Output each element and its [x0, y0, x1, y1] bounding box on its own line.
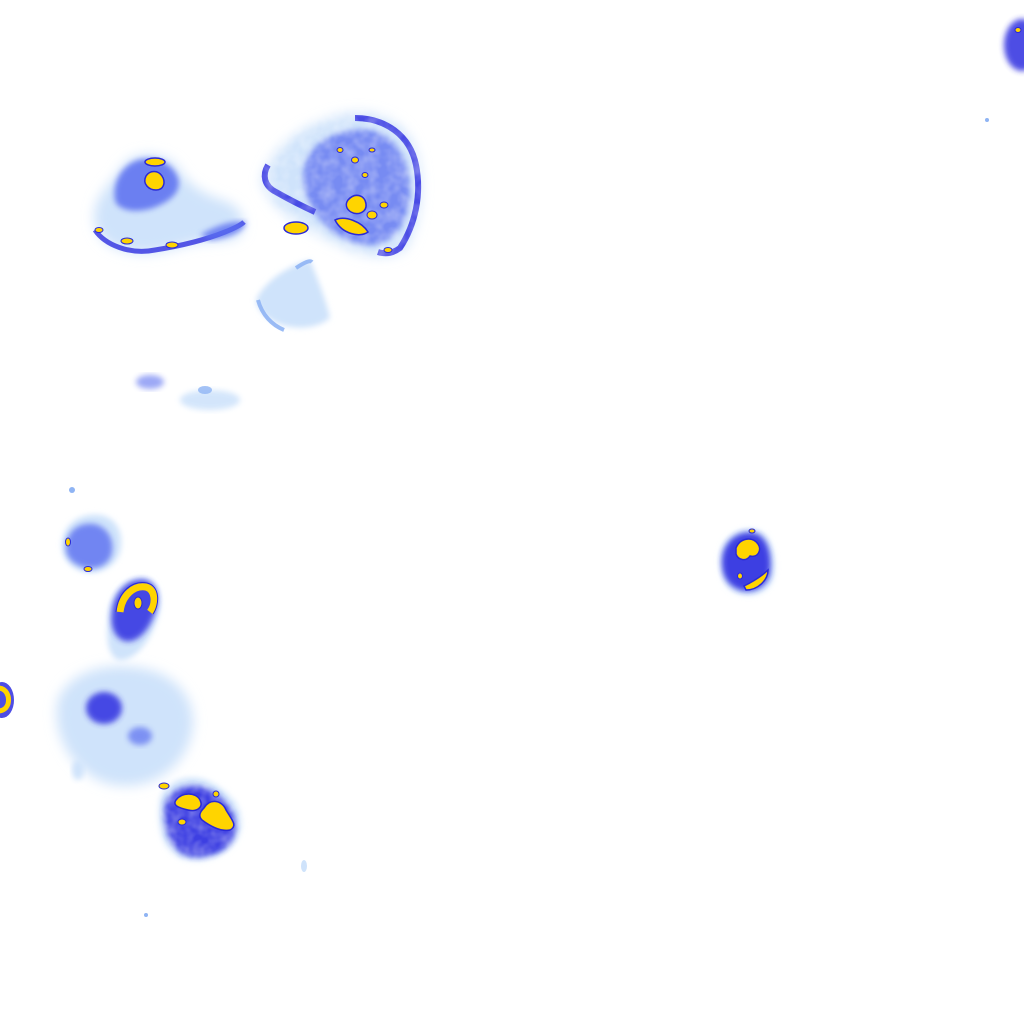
cell-right-isolated: [720, 528, 775, 596]
nucleus-ring: [116, 583, 158, 615]
nucleus-spot: [83, 566, 93, 572]
cell-large-upper: [261, 108, 422, 258]
nucleus-spot: [383, 247, 393, 253]
cell-rim: [256, 259, 314, 332]
debris: [180, 390, 240, 410]
cell-faint-pointed: [256, 259, 330, 332]
nucleus-spot: [65, 537, 71, 547]
cell-left-mid: [62, 514, 122, 573]
nucleus-ring: [0, 685, 11, 714]
debris: [69, 487, 75, 493]
nucleus-spot: [144, 170, 165, 191]
nucleus-spot: [735, 538, 761, 561]
nucleus-spot: [165, 241, 179, 249]
faint-debris: [69, 118, 989, 917]
nucleus-spot: [144, 157, 166, 167]
nucleus-spot: [737, 572, 743, 580]
nucleus-spot: [177, 818, 187, 826]
cell-bottom-left: [158, 777, 245, 865]
nucleus-spot: [366, 210, 378, 220]
nucleus-spot: [120, 237, 134, 245]
nucleus-spot: [368, 147, 376, 153]
nucleus-spot: [379, 201, 389, 209]
cell-faint-cloud: [56, 666, 194, 786]
nucleus-ring-edge: [115, 582, 159, 615]
cell-tail: [200, 221, 246, 240]
cell-body: [86, 692, 122, 724]
nucleus-spot: [345, 194, 367, 215]
debris: [985, 118, 989, 122]
nucleus-spot: [361, 172, 369, 178]
nucleus-spot: [748, 528, 756, 534]
nucleus-spot: [174, 793, 202, 812]
cell-body: [128, 727, 152, 745]
nucleus-spot: [742, 568, 769, 591]
debris: [301, 860, 307, 872]
nucleus-spot: [333, 217, 369, 236]
nucleus-spot: [212, 790, 220, 798]
nucleus-spot: [351, 156, 359, 164]
cell-yellow-ring: [107, 577, 161, 661]
cell-halo: [256, 260, 330, 328]
cell-top-right-edge: [1004, 19, 1024, 71]
nucleus-spot: [1014, 27, 1022, 33]
nucleus-spot: [158, 782, 170, 790]
debris: [198, 386, 212, 394]
nucleus-spot: [133, 596, 143, 610]
cell-halo: [56, 666, 194, 786]
cell-body: [66, 523, 113, 569]
debris: [144, 913, 148, 917]
debris: [72, 760, 84, 780]
nucleus-spot: [283, 221, 309, 235]
cell-cluster-top-left: [92, 154, 246, 254]
nucleus-spot: [94, 227, 104, 233]
nucleus-spot: [199, 800, 235, 832]
nucleus-spot: [336, 147, 344, 153]
texture: [262, 108, 422, 258]
debris: [136, 375, 164, 389]
cell-left-edge: [0, 682, 14, 718]
